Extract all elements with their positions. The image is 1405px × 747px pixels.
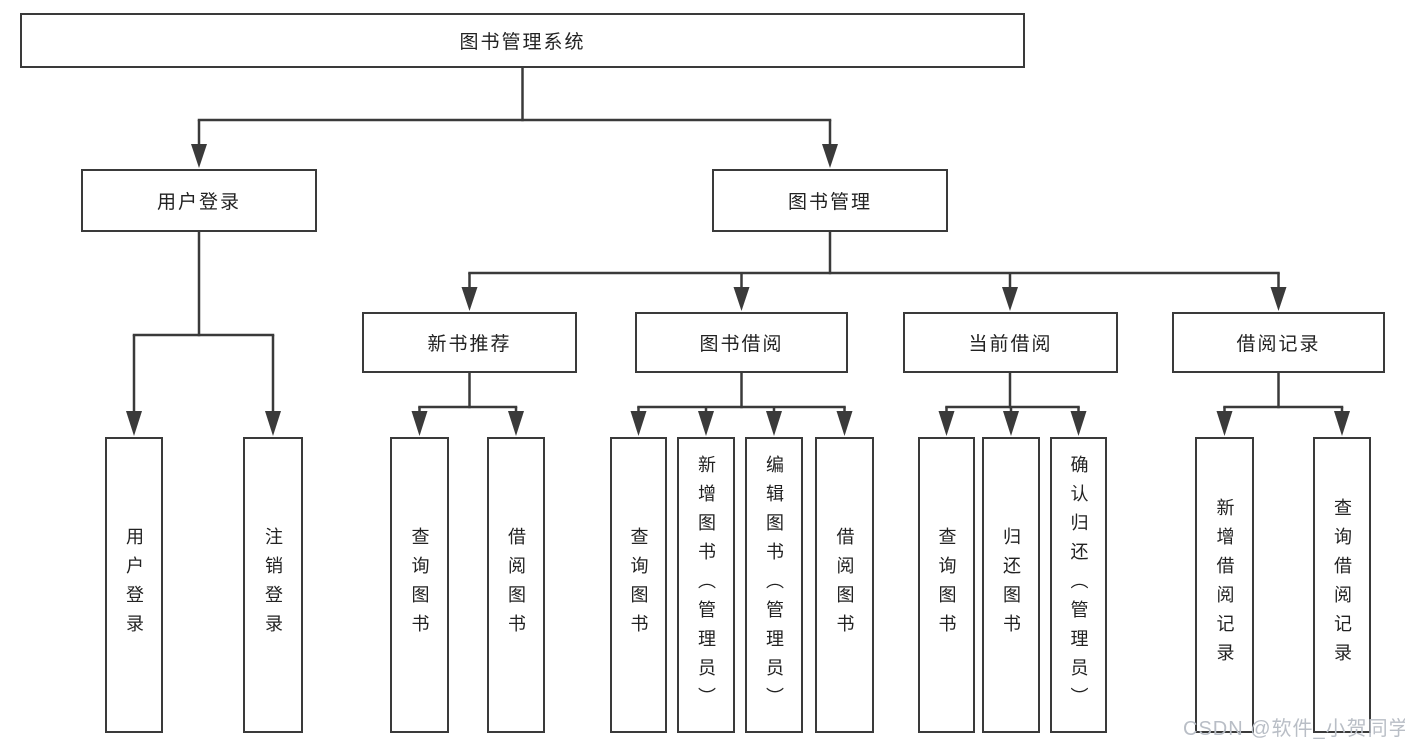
node-label: 借阅图书 — [834, 527, 855, 643]
leaf-user-login: 用户登录 — [105, 437, 163, 733]
node-label: 新增图书（管理员） — [696, 454, 716, 716]
node-label: 查询图书 — [936, 527, 957, 643]
leaf-borrow-books: 借阅图书 — [487, 437, 545, 733]
node-label: 用户登录 — [156, 192, 241, 213]
node-borrowing-records: 借阅记录 — [1172, 312, 1385, 373]
node-user-login: 用户登录 — [81, 169, 317, 232]
node-label: 编辑图书（管理员） — [764, 454, 784, 716]
node-label: 图书管理系统 — [459, 32, 586, 53]
leaf-query-books: 查询图书 — [390, 437, 449, 733]
node-book-borrowing: 图书借阅 — [635, 312, 848, 373]
node-label: 查询借阅记录 — [1332, 498, 1352, 672]
node-label: 查询图书 — [409, 527, 430, 643]
node-label: 图书借阅 — [699, 334, 784, 355]
node-label: 借阅图书 — [506, 527, 526, 643]
leaf-query-books: 查询图书 — [918, 437, 975, 733]
leaf-edit-books-admin: 编辑图书（管理员） — [745, 437, 803, 733]
leaf-query-borrow-record: 查询借阅记录 — [1313, 437, 1371, 733]
node-new-book-recommendation: 新书推荐 — [362, 312, 577, 373]
leaf-query-books: 查询图书 — [610, 437, 667, 733]
node-book-management: 图书管理 — [712, 169, 948, 232]
node-label: 查询图书 — [628, 527, 649, 643]
node-label: 当前借阅 — [968, 334, 1053, 355]
leaf-confirm-return-admin: 确认归还（管理员） — [1050, 437, 1107, 733]
node-label: 确认归还（管理员） — [1068, 454, 1089, 716]
node-label: 新增借阅记录 — [1214, 498, 1235, 672]
node-label: 用户登录 — [124, 527, 144, 643]
leaf-logout: 注销登录 — [243, 437, 303, 733]
leaf-add-books-admin: 新增图书（管理员） — [677, 437, 735, 733]
node-book-management-system: 图书管理系统 — [20, 13, 1025, 68]
node-label: 注销登录 — [263, 527, 283, 643]
node-current-borrowing: 当前借阅 — [903, 312, 1118, 373]
node-label: 图书管理 — [787, 192, 872, 213]
leaf-return-books: 归还图书 — [982, 437, 1040, 733]
node-label: 新书推荐 — [427, 334, 512, 355]
csdn-watermark: CSDN @软件_小贺同学 — [1183, 718, 1405, 740]
node-label: 借阅记录 — [1236, 334, 1321, 355]
leaf-add-borrow-record: 新增借阅记录 — [1195, 437, 1254, 733]
leaf-borrow-books: 借阅图书 — [815, 437, 874, 733]
node-label: 归还图书 — [1001, 527, 1021, 643]
